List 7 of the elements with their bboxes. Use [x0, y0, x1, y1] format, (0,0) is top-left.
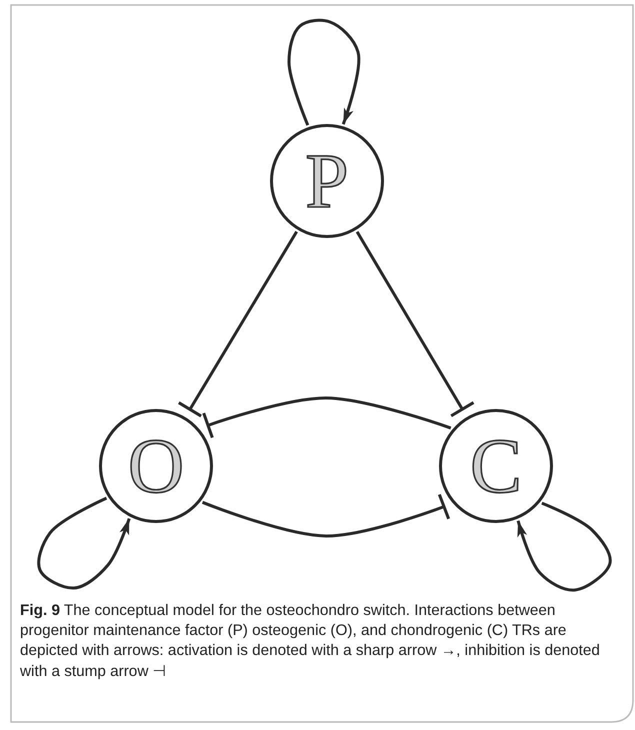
self-loop-arrow — [37, 496, 131, 590]
node-letter: P — [305, 142, 349, 220]
node-letter: O — [128, 427, 184, 505]
self-loop-arrow — [516, 502, 612, 592]
node-letter: C — [470, 427, 522, 505]
self-loop-arrow — [288, 18, 360, 126]
figure-caption: Fig. 9 The conceptual model for the osteochondro switch. Interactions between progenitor maintenance factor (P) osteogenic (O), and chondrogenic (C) TRs are depicted with arrows: activation is denoted with a sharp arrow →, inhibition is denoted with a stump arrow ⊣ — [20, 601, 601, 682]
